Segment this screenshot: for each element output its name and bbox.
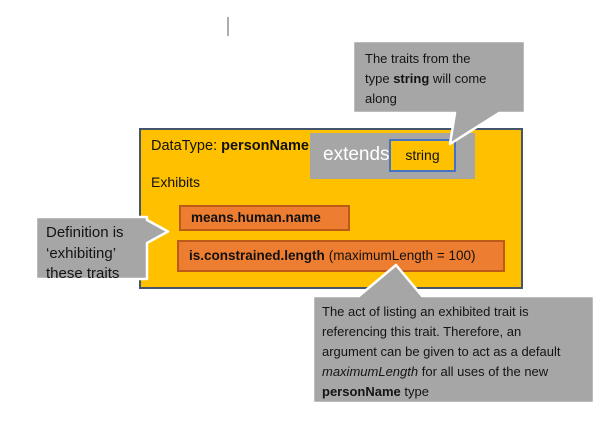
callout-line: ‘exhibiting’ — [46, 244, 117, 262]
datatype-title-name: personName — [221, 138, 309, 154]
trait-args: (maximumLength = 100) — [328, 248, 476, 263]
callout-top-text: The traits from the type string will com… — [365, 49, 520, 109]
trait-row-means-human-name: means.human.name — [179, 205, 350, 231]
text-cursor — [227, 17, 229, 36]
callout-line: argument can be given to act as a defaul… — [322, 344, 561, 359]
exhibits-label: Exhibits — [151, 174, 201, 190]
trait-row-is-constrained-length: is.constrained.length(maximumLength = 10… — [177, 240, 505, 272]
datatype-title-prefix: DataType: — [151, 138, 222, 154]
callout-line: personName type — [322, 384, 429, 399]
trait-name: is.constrained.length — [189, 248, 325, 263]
callout-line: maximumLength for all uses of the new — [322, 364, 549, 379]
extends-badge: extends string — [310, 133, 475, 179]
datatype-title: DataType: personName — [151, 138, 309, 154]
callout-line: Definition is — [46, 224, 124, 241]
callout-line: type string will come — [365, 71, 487, 86]
extends-label: extends — [323, 144, 390, 165]
callout-line: these traits — [46, 265, 120, 282]
string-type-box: string — [389, 139, 456, 172]
callout-line: The act of listing an exhibited trait is — [322, 304, 529, 319]
trait-name: means.human.name — [191, 210, 321, 225]
callout-line: The traits from the — [365, 51, 471, 66]
callout-left-text: Definition is ‘exhibiting’ these traits — [46, 223, 146, 285]
callout-line: along — [365, 91, 397, 106]
callout-line: referencing this trait. Therefore, an — [322, 324, 522, 339]
datatype-box: DataType: personName extends string Exhi… — [139, 128, 523, 289]
callout-bottom-text: The act of listing an exhibited trait is… — [322, 302, 590, 402]
